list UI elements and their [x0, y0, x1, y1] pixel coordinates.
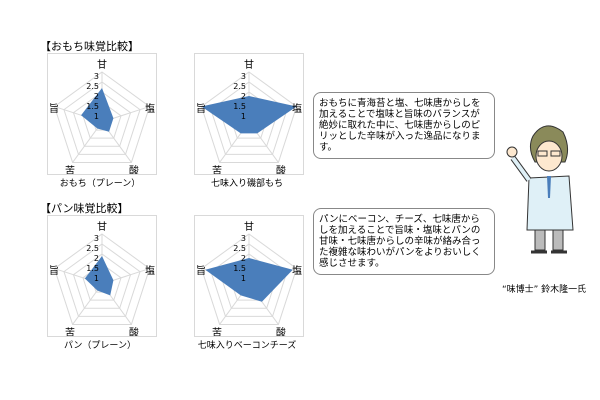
tick-label: 2 — [241, 254, 246, 263]
person-caption: “味博士” 鈴木隆一氏 — [502, 285, 587, 295]
comment-bubble-bread: パンにベーコン、チーズ、七味唐からしを加えることで旨味・塩味とパンの甘味・七味唐… — [313, 208, 495, 275]
tick-label: 2.5 — [86, 82, 99, 91]
axis-label: 苦 — [212, 164, 222, 174]
grid-ring — [72, 253, 132, 309]
grid-ring — [63, 243, 141, 317]
data-area — [81, 88, 114, 132]
data-area — [201, 96, 297, 134]
tick-label: 2.5 — [233, 244, 246, 253]
axis-label: 苦 — [65, 326, 75, 336]
data-area — [205, 258, 293, 302]
tick-label: 1 — [94, 112, 99, 121]
axis-label: 旨 — [49, 103, 59, 115]
tick-label: 1.5 — [233, 102, 246, 111]
axis-line — [72, 283, 103, 325]
axis-label: 旨 — [196, 103, 206, 115]
axis-label: 苦 — [65, 164, 75, 174]
tick-label: 1 — [241, 112, 246, 121]
tick-label: 2.5 — [86, 244, 99, 253]
section-title-mochi: 【おもち味覚比較】 — [40, 40, 139, 53]
grid-ring — [53, 233, 151, 325]
axis-label: 旨 — [49, 265, 59, 277]
axis-label: 塩 — [145, 264, 155, 277]
axis-label: 酸 — [129, 326, 139, 336]
tick-label: 2.5 — [233, 82, 246, 91]
axis-label: 塩 — [292, 264, 302, 277]
tick-label: 2 — [241, 92, 246, 101]
tick-label: 1.5 — [86, 102, 99, 111]
grid-ring — [82, 263, 122, 301]
tick-label: 3 — [94, 72, 99, 81]
grid-ring — [72, 91, 132, 147]
tick-label: 1 — [241, 274, 246, 283]
axis-label: 塩 — [292, 102, 302, 115]
axis-label: 酸 — [276, 326, 286, 336]
axis-label: 甘 — [97, 58, 107, 71]
axis-line — [72, 121, 103, 163]
tick-label: 1.5 — [233, 264, 246, 273]
tick-label: 2 — [94, 92, 99, 101]
section-title-bread: 【パン味覚比較】 — [40, 202, 129, 215]
axis-label: 酸 — [276, 164, 286, 174]
tick-label: 3 — [94, 234, 99, 243]
chart-caption: パン（プレーン） — [63, 341, 136, 351]
axis-label: 甘 — [244, 58, 254, 71]
axis-label: 甘 — [244, 220, 254, 233]
axis-label: 甘 — [97, 220, 107, 233]
grid-ring — [200, 71, 298, 163]
tick-label: 3 — [241, 72, 246, 81]
comment-bubble-mochi: おもちに青海苔と塩、七味唐からしを加えることで塩味と旨味のバランスが絶妙に取れた… — [313, 92, 495, 159]
axis-label: 旨 — [196, 265, 206, 277]
chart-caption: 七味入り磯部もち — [210, 179, 283, 189]
tick-label: 1.5 — [86, 264, 99, 273]
tick-label: 2 — [94, 254, 99, 263]
grid-ring — [200, 233, 298, 325]
tick-label: 3 — [241, 234, 246, 243]
axis-label: 酸 — [129, 164, 139, 174]
data-area — [84, 256, 114, 296]
tick-label: 1 — [94, 274, 99, 283]
chart-caption: おもち（プレーン） — [59, 179, 141, 189]
chart-caption: 七味入りベーコンチーズ — [197, 341, 297, 351]
taste-doctor-illustration — [506, 125, 574, 254]
grid-ring — [63, 81, 141, 155]
axis-label: 苦 — [212, 326, 222, 336]
axis-label: 塩 — [145, 102, 155, 115]
grid-ring — [53, 71, 151, 163]
